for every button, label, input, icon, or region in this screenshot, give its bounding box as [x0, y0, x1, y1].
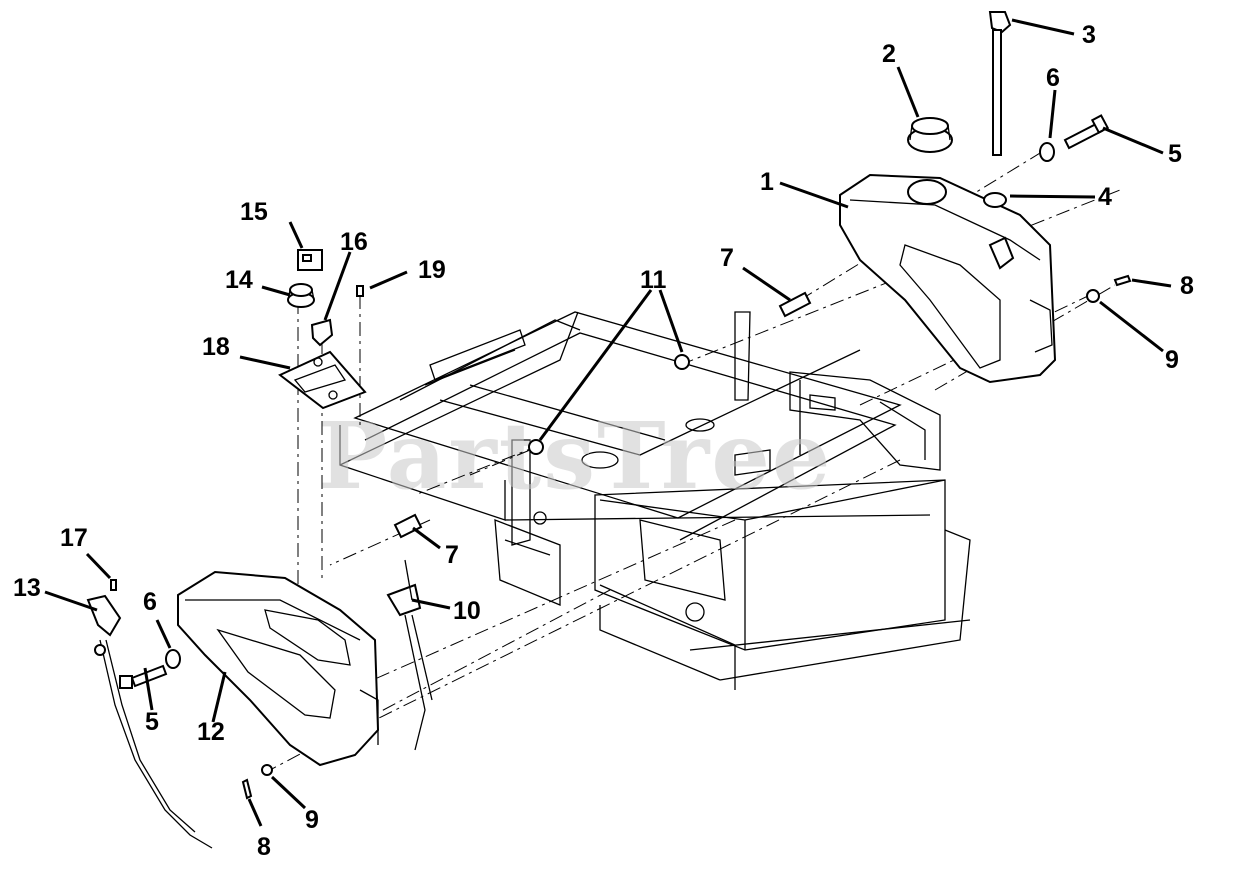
bushing-right — [674, 354, 690, 370]
callout-10: 10 — [453, 597, 481, 625]
mounting-plate — [278, 350, 367, 410]
callout-5-left: 5 — [145, 708, 159, 736]
callout-9-left: 9 — [305, 806, 319, 834]
callout-8-right: 8 — [1180, 272, 1194, 300]
callout-labels: 1 2 3 4 5 5 6 6 7 7 8 8 9 9 10 11 12 13 … — [13, 21, 1194, 861]
callout-6-right: 6 — [1046, 64, 1060, 92]
callout-17: 17 — [60, 524, 88, 552]
fuel-tank-left — [177, 570, 380, 767]
callout-18: 18 — [202, 333, 230, 361]
screw-small — [356, 285, 364, 297]
spacer-left — [393, 513, 423, 539]
callout-3: 3 — [1082, 21, 1096, 49]
callout-1: 1 — [760, 168, 774, 196]
callout-12: 12 — [197, 718, 225, 746]
bushing-left — [528, 439, 544, 455]
watermark-text: PartsTree — [318, 402, 832, 510]
washer-left — [165, 649, 181, 669]
pin-left — [241, 778, 253, 800]
pin-right — [1113, 274, 1132, 287]
callout-19: 19 — [418, 256, 446, 284]
callout-11: 11 — [640, 266, 667, 294]
callout-2: 2 — [882, 40, 896, 68]
fuel-tank-right — [839, 173, 1057, 384]
grommet — [983, 192, 1007, 208]
callout-4: 4 — [1098, 183, 1112, 211]
lever-bracket — [386, 559, 433, 751]
ignition-switch — [310, 318, 334, 347]
small-parts — [86, 11, 1132, 849]
callout-6-left: 6 — [143, 588, 157, 616]
callout-5-right: 5 — [1168, 140, 1182, 168]
chassis-frame — [339, 311, 971, 690]
bolt-right — [1063, 114, 1110, 150]
washer-right — [1039, 142, 1055, 162]
shutoff-valve-cable — [86, 594, 213, 849]
callout-13: 13 — [13, 574, 41, 602]
callout-9-right: 9 — [1165, 346, 1179, 374]
callout-7-right: 7 — [720, 244, 734, 272]
screw — [110, 579, 117, 591]
callout-15: 15 — [240, 198, 268, 226]
ignition-cap — [287, 283, 315, 308]
callout-8-left: 8 — [257, 833, 271, 861]
nut-right — [1086, 289, 1100, 303]
callout-16: 16 — [340, 228, 368, 256]
bolt-left — [119, 664, 168, 689]
spacer-right — [778, 291, 812, 318]
vent-tube — [988, 11, 1012, 156]
ignition-key — [297, 249, 323, 271]
leader-lines — [44, 18, 1172, 827]
callout-14: 14 — [225, 266, 253, 294]
fuel-cap — [907, 117, 953, 153]
callout-7-left: 7 — [445, 541, 459, 569]
nut-left — [261, 764, 273, 776]
